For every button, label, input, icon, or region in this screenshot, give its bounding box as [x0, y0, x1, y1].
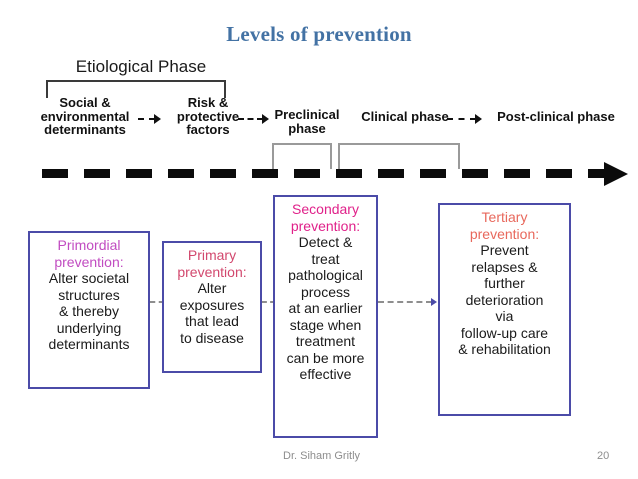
stage-label-clinical-phase: Clinical phase	[361, 109, 449, 124]
page-title: Levels of prevention	[226, 22, 412, 46]
prevention-body-tertiary: Prevent relapses & further deterioration…	[458, 242, 551, 358]
preclinical-phase-bracket	[272, 143, 332, 169]
footer-page-number: 20	[597, 450, 610, 462]
prevention-box-tertiary[interactable]: Tertiary prevention: Prevent relapses & …	[438, 203, 571, 416]
footer-author: Dr. Siham Gritly	[283, 450, 361, 462]
prevention-body-primordial: Alter societal structures & thereby unde…	[48, 270, 130, 353]
arrow-head	[154, 114, 161, 124]
dashed-arrow-icon-clinical-to-postclinical	[447, 114, 483, 124]
arrow-head	[475, 114, 482, 124]
prevention-body-secondary: Detect & treat pathological process at a…	[286, 234, 365, 383]
prevention-body-primary: Alter exposures that lead to disease	[179, 280, 245, 346]
connector-primary-to-secondary	[262, 298, 275, 306]
arrow-line	[138, 118, 155, 120]
timeline-dashes	[42, 169, 604, 178]
stage-label-social-determinants: Social & environmental determinants	[40, 95, 130, 138]
connector-arrow-head	[431, 298, 437, 306]
prevention-heading-secondary: Secondary prevention:	[290, 201, 361, 234]
connector-line	[378, 301, 432, 303]
connector-primordial-to-primary	[150, 298, 164, 306]
stage-label-risk-factors: Risk & protective factors	[176, 95, 240, 138]
dashed-arrow-icon-risk-to-preclinical	[238, 114, 270, 124]
stage-label-preclinical-phase: Preclinical phase	[274, 107, 340, 136]
connector-line	[150, 301, 164, 303]
etiological-phase-label: Etiological Phase	[75, 57, 207, 76]
prevention-box-primordial[interactable]: Primordial prevention: Alter societal st…	[28, 231, 150, 389]
arrow-line	[447, 118, 476, 120]
timeline-arrowhead-icon	[604, 162, 628, 186]
connector-line	[262, 301, 275, 303]
prevention-box-primary[interactable]: Primary prevention: Alter exposures that…	[162, 241, 262, 373]
prevention-heading-tertiary: Tertiary prevention:	[469, 209, 540, 242]
arrow-head	[262, 114, 269, 124]
arrow-line	[238, 118, 263, 120]
clinical-phase-bracket	[338, 143, 460, 169]
prevention-heading-primordial: Primordial prevention:	[54, 237, 124, 270]
stage-label-postclinical-phase: Post-clinical phase	[497, 109, 615, 124]
connector-secondary-to-tertiary	[378, 298, 440, 306]
etiological-phase-bracket	[46, 80, 226, 98]
prevention-heading-primary: Primary prevention:	[177, 247, 247, 280]
dashed-arrow-icon-social-to-risk	[138, 114, 162, 124]
prevention-box-secondary[interactable]: Secondary prevention: Detect & treat pat…	[273, 195, 378, 438]
timeline-arrow	[42, 162, 630, 186]
